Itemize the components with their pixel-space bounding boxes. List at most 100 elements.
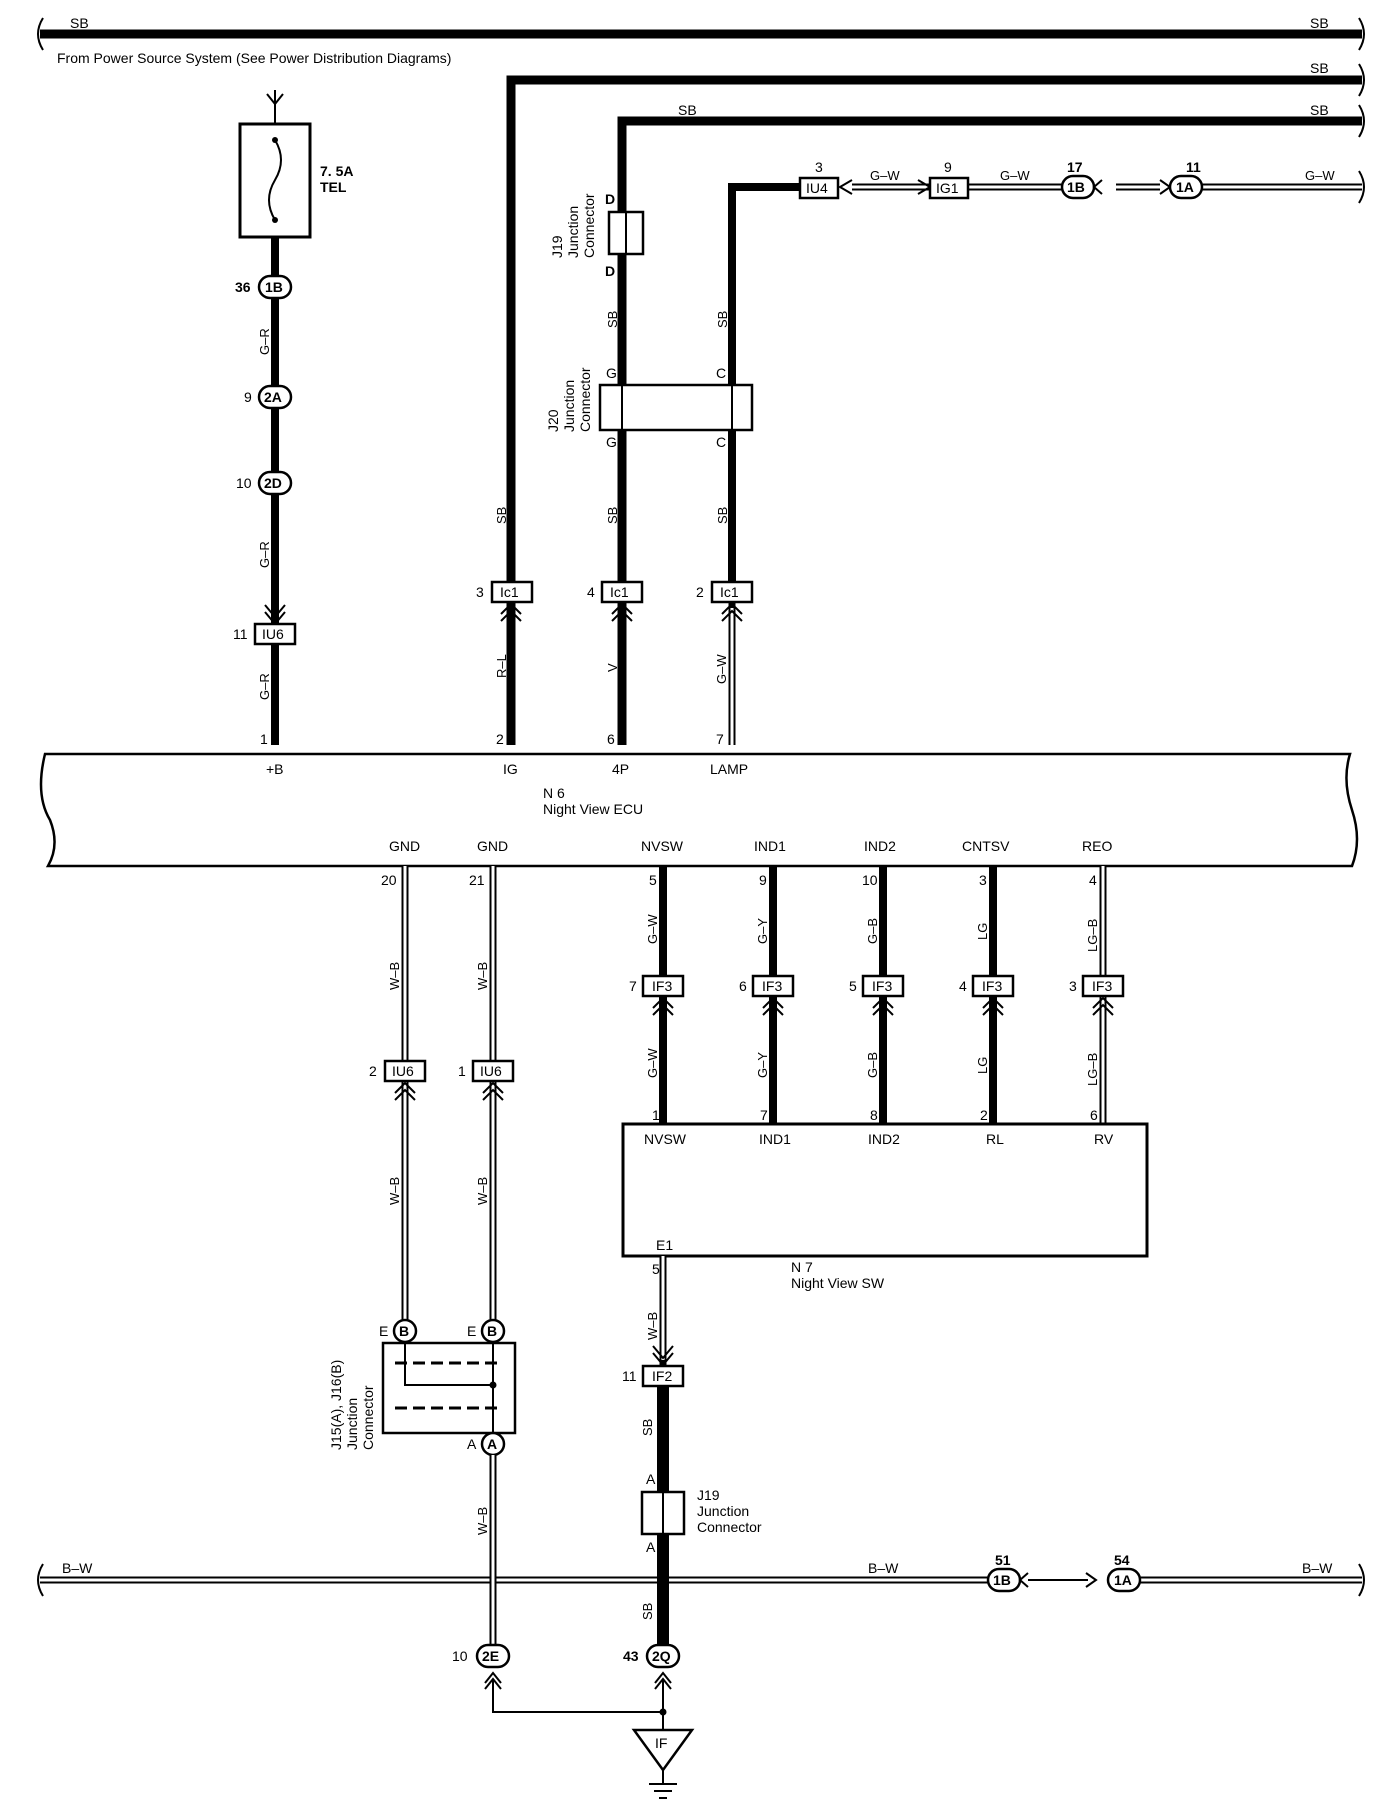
ecu-pin-label: GND bbox=[389, 838, 420, 854]
pin-number: 1 bbox=[458, 1063, 466, 1079]
lamp-wire bbox=[728, 183, 800, 600]
switch-name: Night View SW bbox=[791, 1275, 885, 1291]
junction-pin: E bbox=[467, 1323, 476, 1339]
pin-number: 36 bbox=[235, 279, 251, 295]
ecu-pin-label: IND2 bbox=[864, 838, 896, 854]
ecu-pin-label: IND1 bbox=[754, 838, 786, 854]
wire-color-label: SB bbox=[605, 507, 620, 524]
connector-arrow bbox=[264, 604, 286, 619]
connector-label: IG1 bbox=[936, 180, 959, 196]
junction-label: Junction bbox=[561, 380, 577, 432]
junction-pin: A bbox=[646, 1539, 656, 1555]
ground-point-icon bbox=[631, 1728, 695, 1773]
connector-label: 1B bbox=[993, 1572, 1011, 1588]
junction-label: Connector bbox=[581, 193, 597, 258]
junction-pin: G bbox=[606, 434, 617, 450]
pin-number: 7 bbox=[760, 1107, 768, 1123]
junction-name: J19 bbox=[697, 1487, 720, 1503]
pin-number: 11 bbox=[233, 626, 248, 642]
connector-arrow bbox=[1092, 179, 1103, 195]
connector-label: IF2 bbox=[652, 1368, 672, 1384]
junction-label: Junction bbox=[697, 1503, 749, 1519]
night-view-switch-n7 bbox=[621, 1122, 1149, 1258]
wire-color-label: G–R bbox=[257, 673, 272, 700]
junction-pin: C bbox=[716, 365, 726, 381]
fuse-feed-arrow bbox=[266, 93, 284, 106]
pin-number: 2 bbox=[980, 1107, 988, 1123]
connector-label: IF3 bbox=[872, 978, 892, 994]
junction-pin: C bbox=[716, 434, 726, 450]
pin-number: 6 bbox=[739, 978, 747, 994]
connector-arrow bbox=[611, 609, 633, 622]
junction-label: Connector bbox=[577, 367, 593, 432]
junction-pin: G bbox=[606, 365, 617, 381]
ecu-pin-label: CNTSV bbox=[962, 838, 1010, 854]
ecu-name: Night View ECU bbox=[543, 801, 643, 817]
ecu-pin-label: LAMP bbox=[710, 761, 748, 777]
bus-label-sb: SB bbox=[1310, 15, 1329, 31]
bus-label-sb: SB bbox=[678, 102, 697, 118]
connector-ic1 bbox=[490, 580, 534, 604]
connector-label: IF3 bbox=[762, 978, 782, 994]
wire-color-label: W–B bbox=[475, 962, 490, 990]
sb-power-bus-2 bbox=[506, 63, 1365, 745]
pin-number: 3 bbox=[476, 584, 484, 600]
wire-color-label: G–Y bbox=[755, 1052, 770, 1078]
wire-color-label: G–B bbox=[865, 1052, 880, 1078]
wire-color-label: SB bbox=[715, 311, 730, 328]
junction-label: Connector bbox=[697, 1519, 762, 1535]
pin-number: 3 bbox=[1069, 978, 1077, 994]
wire-color-label: LG bbox=[975, 1057, 990, 1074]
splice-dot bbox=[659, 1708, 667, 1716]
connector-label: 2E bbox=[482, 1648, 499, 1664]
bus-label-bw: B–W bbox=[868, 1560, 899, 1576]
wire-color-label: W–B bbox=[475, 1507, 490, 1535]
pin-number: 43 bbox=[623, 1648, 639, 1664]
junction-j20 bbox=[598, 383, 754, 432]
connector-ig1 bbox=[928, 176, 970, 200]
connector-label: IF3 bbox=[1092, 978, 1112, 994]
connector-1a bbox=[1168, 174, 1204, 200]
pin-number: 2 bbox=[496, 731, 504, 747]
pin-number: 4 bbox=[1089, 872, 1097, 888]
pin-number: 4 bbox=[959, 978, 967, 994]
connector-label: 2D bbox=[264, 475, 282, 491]
connector-arrow bbox=[484, 1671, 502, 1684]
sb-power-bus-3 bbox=[617, 104, 1365, 745]
connector-label: IU4 bbox=[806, 180, 828, 196]
connector-arrow bbox=[500, 609, 522, 622]
connector-if3 bbox=[751, 974, 795, 998]
connector-arrow bbox=[611, 602, 633, 615]
connector-arrow bbox=[500, 602, 522, 615]
pin-number: 4 bbox=[587, 584, 595, 600]
junction-pin: D bbox=[605, 191, 615, 207]
connector-arrow bbox=[1018, 1572, 1029, 1588]
wire-color-label: G–W bbox=[714, 654, 729, 684]
bus-label-sb: SB bbox=[70, 15, 89, 31]
ecu-pin-label: REO bbox=[1082, 838, 1112, 854]
pin-number: 7 bbox=[716, 731, 724, 747]
pin-number: 10 bbox=[452, 1648, 468, 1664]
pin-number: 54 bbox=[1114, 1552, 1130, 1568]
pin-number: 11 bbox=[1186, 159, 1201, 175]
pin-number: 3 bbox=[815, 159, 823, 175]
connector-label: Ic1 bbox=[610, 584, 629, 600]
fuse-terminal bbox=[272, 217, 278, 223]
bus-label-bw: B–W bbox=[1302, 1560, 1333, 1576]
ground-wire bbox=[492, 1680, 663, 1713]
wire-color-label: SB bbox=[605, 311, 620, 328]
wire-color-label: G–W bbox=[1000, 168, 1030, 183]
wire-color-label: R–L bbox=[494, 654, 509, 678]
wire-color-label: G–W bbox=[870, 168, 900, 183]
ecu-pin-label: NVSW bbox=[641, 838, 684, 854]
fuse-element-icon bbox=[268, 139, 282, 221]
switch-pin-label: RL bbox=[986, 1131, 1004, 1147]
ground-label: IF bbox=[655, 1735, 667, 1751]
connector-label: 1A bbox=[1176, 179, 1194, 195]
connector-arrow bbox=[838, 179, 853, 195]
connector-iu6 bbox=[383, 1059, 427, 1083]
connector-ic1 bbox=[600, 580, 644, 604]
connector-arrow bbox=[484, 1677, 502, 1690]
junction-name: J19 bbox=[549, 235, 565, 258]
